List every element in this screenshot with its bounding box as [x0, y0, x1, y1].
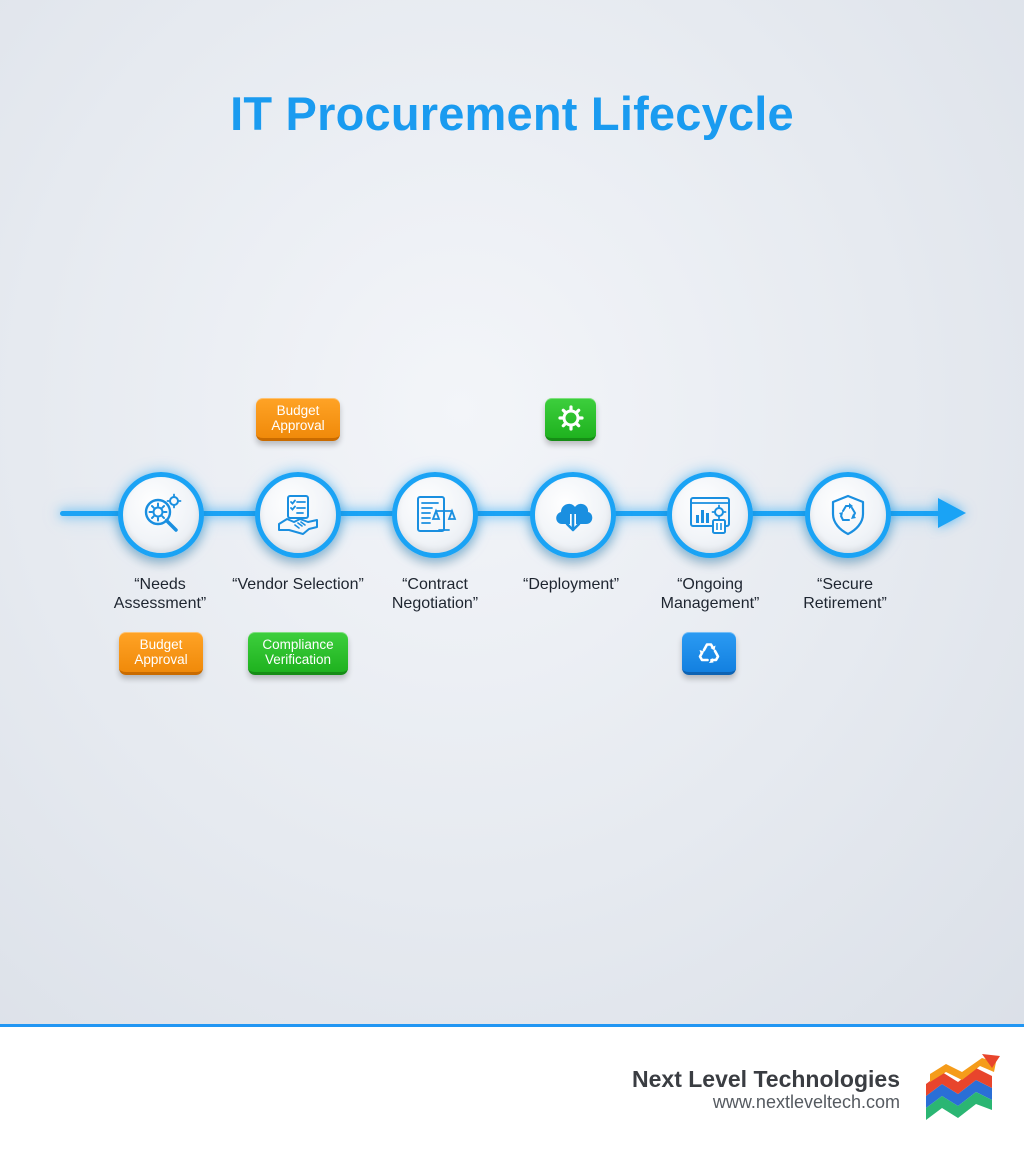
stage-node-contract-negotiation — [392, 472, 478, 558]
tag-recycle — [682, 632, 736, 675]
company-url: www.nextleveltech.com — [712, 1092, 900, 1112]
timeline-line — [60, 511, 944, 516]
timeline-arrowhead — [938, 498, 966, 528]
stage-node-vendor-selection — [255, 472, 341, 558]
shield-recycle-icon — [831, 494, 865, 536]
diagram-title: IT Procurement Lifecycle — [230, 87, 794, 140]
stage-node-ongoing-management — [667, 472, 753, 558]
tag-budget-approval-top: Budget Approval — [256, 398, 340, 441]
diagram-canvas: IT Procurement Lifecycle — [0, 0, 1024, 1024]
stage-label-secure-retirement: “Secure Retirement” — [803, 576, 887, 612]
tag-deployment-settings — [545, 398, 596, 441]
stage-node-needs-assessment — [118, 472, 204, 558]
recycle-icon — [698, 643, 720, 663]
stage-label-contract-negotiation: “Contract Negotiation” — [391, 576, 479, 612]
stage-node-deployment — [530, 472, 616, 558]
dashboard-gear-icon — [690, 497, 730, 534]
gear-icon — [557, 405, 584, 431]
tag-text: Compliance Verification — [262, 637, 334, 667]
tag-text: Budget Approval — [271, 403, 325, 433]
stage-label-vendor-selection: “Vendor Selection” — [232, 576, 364, 593]
stage-node-secure-retirement — [805, 472, 891, 558]
document-scales-icon — [417, 496, 457, 532]
company-name: Next Level Technologies — [632, 1066, 900, 1092]
checklist-handshake-icon — [278, 495, 318, 535]
tag-compliance-verification: Compliance Verification — [248, 632, 348, 675]
stage-label-needs-assessment: “Needs Assessment” — [113, 576, 207, 612]
stage-label-ongoing-management: “Ongoing Management” — [660, 576, 760, 612]
stage-label-deployment: “Deployment” — [522, 576, 620, 593]
tag-budget-approval-bottom: Budget Approval — [119, 632, 203, 675]
tag-text: Budget Approval — [134, 637, 188, 667]
cloud-download-icon — [556, 503, 593, 532]
gear-magnifier-icon — [144, 493, 182, 532]
company-logo — [926, 1054, 1000, 1120]
footer-divider — [0, 1024, 1024, 1027]
